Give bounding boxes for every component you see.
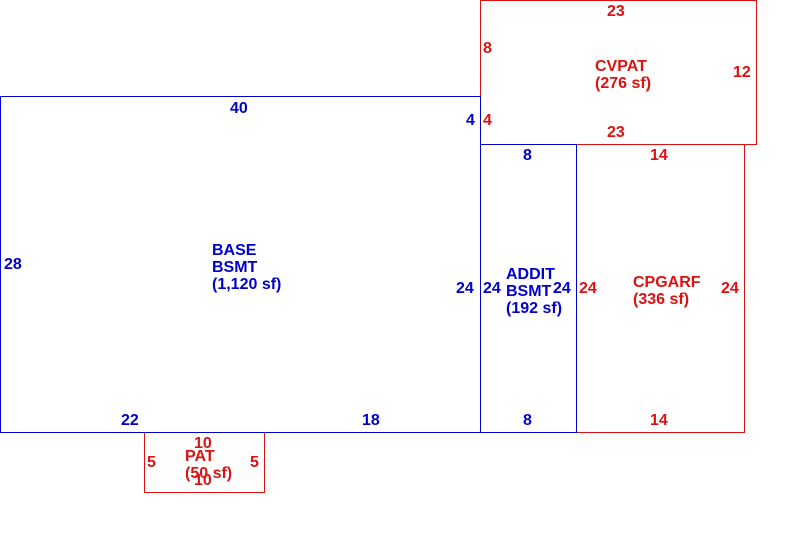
dim-addit-right: 24 — [553, 280, 571, 297]
dim-pat-right: 5 — [250, 454, 259, 471]
cvpat-label: CVPAT (276 sf) — [595, 58, 651, 92]
base-bsmt-label: BASE BSMT (1,120 sf) — [212, 242, 281, 293]
dim-pat-left: 5 — [147, 454, 156, 471]
dim-cvpat-right: 12 — [733, 64, 751, 81]
dim-base-bottom-left: 22 — [121, 412, 139, 429]
pat-name: PAT — [185, 448, 215, 465]
dim-pat-top: 10 — [194, 435, 212, 452]
dim-cpgarf-left: 24 — [579, 280, 597, 297]
addit-bsmt-name-2: BSMT — [506, 283, 552, 300]
base-bsmt-name-1: BASE — [212, 242, 257, 259]
dim-base-right-upper: 4 — [466, 112, 475, 129]
dim-cvpat-top: 23 — [607, 3, 625, 20]
dim-base-right: 24 — [456, 280, 474, 297]
pat-label: PAT (50 sf) — [185, 448, 232, 482]
dim-base-left: 28 — [4, 256, 22, 273]
dim-cvpat-left-lower: 4 — [483, 112, 492, 129]
dim-addit-bottom: 8 — [523, 412, 532, 429]
cvpat-area: (276 sf) — [595, 75, 652, 92]
cpgarf-area: (336 sf) — [633, 291, 690, 308]
dim-base-bottom-right: 18 — [362, 412, 380, 429]
dim-pat-bottom: 10 — [194, 472, 212, 489]
cvpat-name: CVPAT — [595, 58, 647, 75]
dim-cvpat-bottom: 23 — [607, 124, 625, 141]
addit-bsmt-area: (192 sf) — [506, 300, 563, 317]
dim-base-top: 40 — [230, 100, 248, 117]
dim-cpgarf-top: 14 — [650, 147, 668, 164]
cpgarf-label: CPGARF (336 sf) — [633, 274, 701, 308]
cpgarf-name: CPGARF — [633, 274, 701, 291]
dim-cpgarf-bottom: 14 — [650, 412, 668, 429]
addit-bsmt-outline — [480, 144, 577, 433]
addit-bsmt-name-1: ADDIT — [506, 266, 555, 283]
dim-addit-left: 24 — [483, 280, 501, 297]
dim-cvpat-left: 8 — [483, 40, 492, 57]
dim-cpgarf-right: 24 — [721, 280, 739, 297]
addit-bsmt-label: ADDIT BSMT (192 sf) — [506, 266, 562, 317]
base-bsmt-name-2: BSMT — [212, 259, 258, 276]
pat-area: (50 sf) — [185, 465, 233, 482]
dim-addit-top: 8 — [523, 147, 532, 164]
base-bsmt-area: (1,120 sf) — [212, 276, 282, 293]
